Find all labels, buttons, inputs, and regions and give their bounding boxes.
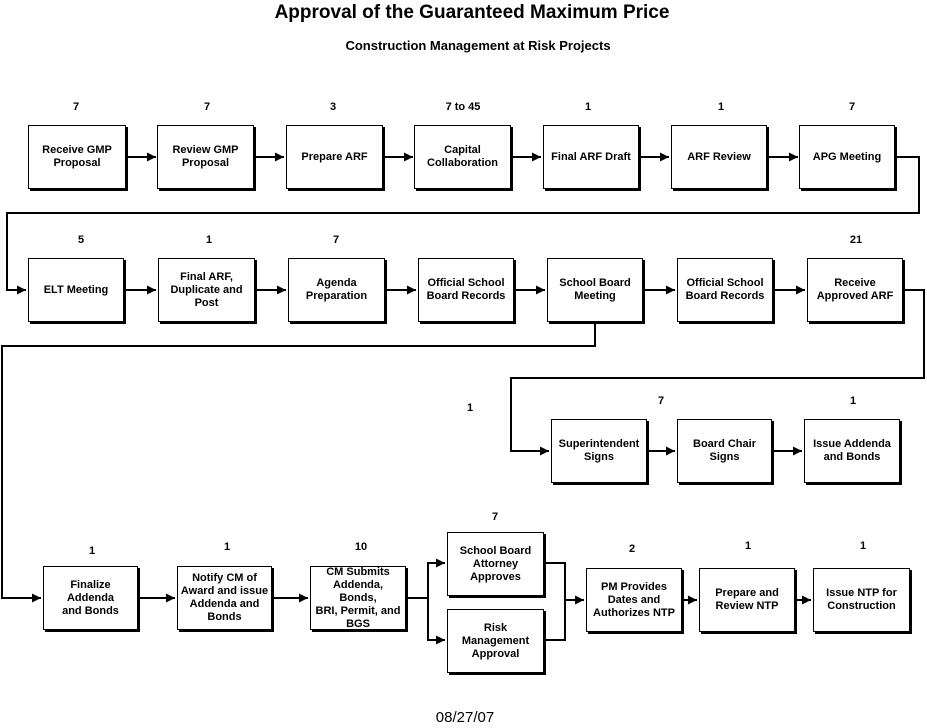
step-official-school-board-records-2: Official School Board Records [677,258,773,322]
duration-board-chair-signs: 7 [657,395,665,407]
duration-apg-meeting: 7 [848,101,856,113]
duration-cm-submits: 10 [354,541,368,553]
arrow-meeting-to-finalize [1,322,596,603]
step-label: Finalize Addenda and Bonds [62,578,119,617]
step-pm-provides-dates: PM Provides Dates and Authorizes NTP [586,568,682,632]
duration-final-arf-draft: 1 [584,101,592,113]
duration-receive-gmp-proposal: 7 [72,101,80,113]
step-label: Final ARF Draft [551,150,631,163]
duration-capital-collaboration: 7 to 45 [445,101,481,113]
page-subtitle: Construction Management at Risk Projects [345,38,611,53]
duration-pm-provides-dates: 2 [628,543,636,555]
step-label: School Board Meeting [559,277,631,302]
step-label: Prepare ARF [301,150,368,163]
step-final-arf-duplicate-post: Final ARF, Duplicate and Post [158,258,255,322]
step-label: Official School Board Records [685,277,765,302]
step-review-gmp-proposal: Review GMP Proposal [157,125,254,189]
step-label: School Board Attorney Approves [459,544,532,583]
step-label: PM Provides Dates and Authorizes NTP [593,580,675,619]
step-capital-collaboration: Capital Collaboration [414,125,511,189]
step-label: Capital Collaboration [427,144,498,169]
step-apg-meeting: APG Meeting [799,125,895,189]
step-label: Superintendent Signs [558,438,640,463]
step-arf-review: ARF Review [671,125,767,189]
step-label: Notify CM of Award and issue Addenda and… [180,572,269,623]
arrow-apg-to-elt [6,156,920,295]
step-label: CM Submits Addenda, Bonds, BRI, Permit, … [315,565,401,630]
step-board-chair-signs: Board Chair Signs [677,419,772,483]
duration-issue-addenda-and-bonds: 1 [849,395,857,407]
step-label: Agenda Preparation [305,277,368,302]
step-label: ELT Meeting [43,283,109,296]
duration-issue-ntp-for-construction: 1 [859,540,867,552]
step-finalize-addenda-and-bonds: Finalize Addenda and Bonds [43,566,138,630]
step-final-arf-draft: Final ARF Draft [543,125,639,189]
step-label: Receive GMP Proposal [42,144,112,169]
arrow-merge [544,562,566,641]
step-label: Final ARF, Duplicate and Post [170,270,243,309]
duration-agenda-preparation: 7 [332,234,340,246]
duration-notify-cm: 1 [223,541,231,553]
step-label: Issue NTP for Construction [826,587,897,612]
step-official-school-board-records-1: Official School Board Records [418,258,514,322]
step-label: Issue Addenda and Bonds [813,438,891,463]
step-label: Board Chair Signs [693,438,756,463]
step-label: Official School Board Records [426,277,506,302]
step-risk-management-approval: Risk Management Approval [447,609,544,673]
step-school-board-meeting: School Board Meeting [547,258,643,322]
step-label: Risk Management Approval [461,621,530,660]
duration-review-gmp-proposal: 7 [203,101,211,113]
step-agenda-preparation: Agenda Preparation [288,258,385,322]
page-title: Approval of the Guaranteed Maximum Price [274,2,670,23]
step-issue-ntp-for-construction: Issue NTP for Construction [813,568,910,632]
arrow-arf-to-superintendent [510,289,925,456]
duration-receive-approved-arf: 21 [849,234,863,246]
step-receive-gmp-proposal: Receive GMP Proposal [28,125,126,189]
step-label: ARF Review [687,150,751,163]
step-cm-submits: CM Submits Addenda, Bonds, BRI, Permit, … [310,566,406,630]
step-label: Receive Approved ARF [816,277,894,302]
step-notify-cm: Notify CM of Award and issue Addenda and… [177,566,272,630]
step-elt-meeting: ELT Meeting [28,258,124,322]
step-superintendent-signs: Superintendent Signs [551,419,647,483]
duration-prepare-arf: 3 [329,101,337,113]
step-receive-approved-arf: Receive Approved ARF [807,258,903,322]
step-school-board-attorney-approves: School Board Attorney Approves [447,532,544,596]
duration-prepare-and-review-ntp: 1 [744,540,752,552]
arrow-branch-risk [427,598,445,645]
duration-finalize-addenda-and-bonds: 1 [88,545,96,557]
duration-elt-meeting: 5 [77,234,85,246]
step-label: Review GMP Proposal [172,144,239,169]
step-prepare-and-review-ntp: Prepare and Review NTP [699,568,795,632]
duration-superintendent-signs: 1 [466,402,474,414]
duration-school-board-attorney-approves: 7 [491,511,499,523]
step-issue-addenda-and-bonds: Issue Addenda and Bonds [804,419,900,483]
step-label: APG Meeting [812,150,882,163]
duration-arf-review: 1 [717,101,725,113]
footer-date: 08/27/07 [435,709,495,726]
duration-final-arf-duplicate-post: 1 [205,234,213,246]
arrow-branch-attorney [406,558,445,599]
step-label: Prepare and Review NTP [715,587,779,612]
step-prepare-arf: Prepare ARF [286,125,383,189]
